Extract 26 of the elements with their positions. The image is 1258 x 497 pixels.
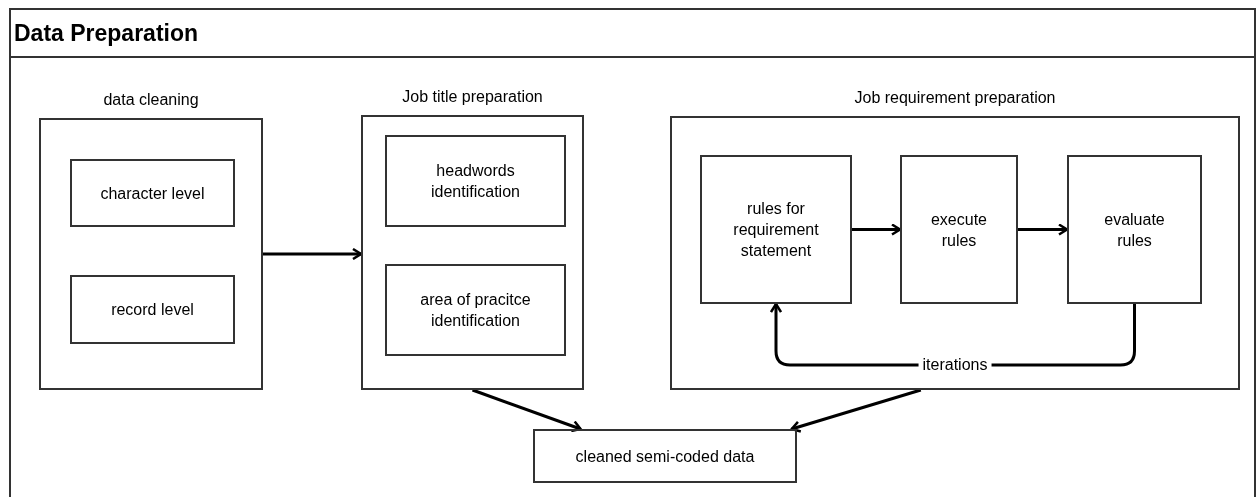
box-label: record level bbox=[111, 300, 194, 320]
process-box bbox=[533, 429, 797, 483]
box-label: execute rules bbox=[929, 209, 988, 251]
box-label: area of pracitce identification bbox=[419, 290, 532, 331]
group-heading: data cleaning bbox=[102, 90, 200, 110]
process-box bbox=[1067, 155, 1202, 304]
arrow bbox=[1018, 223, 1069, 236]
diagram-frame bbox=[9, 8, 1256, 497]
arrow bbox=[790, 388, 922, 433]
group-heading: Job title preparation bbox=[401, 87, 544, 107]
box-label: rules for requirement statement bbox=[732, 199, 820, 261]
group-heading: Job requirement preparation bbox=[853, 88, 1057, 108]
process-box bbox=[70, 275, 235, 344]
title-band: Data Preparation bbox=[11, 10, 1254, 58]
box-label: character level bbox=[100, 183, 205, 204]
arrow bbox=[852, 223, 902, 236]
process-box bbox=[700, 155, 852, 304]
arrow bbox=[472, 388, 582, 433]
box-label: cleaned semi-coded data bbox=[575, 446, 755, 467]
process-box bbox=[70, 159, 235, 227]
arrow bbox=[263, 247, 363, 261]
box-label: evaluate rules bbox=[1103, 209, 1166, 251]
process-box bbox=[385, 135, 566, 227]
process-box bbox=[385, 264, 566, 356]
box-label: headwords identification bbox=[430, 161, 521, 202]
process-box bbox=[900, 155, 1018, 304]
